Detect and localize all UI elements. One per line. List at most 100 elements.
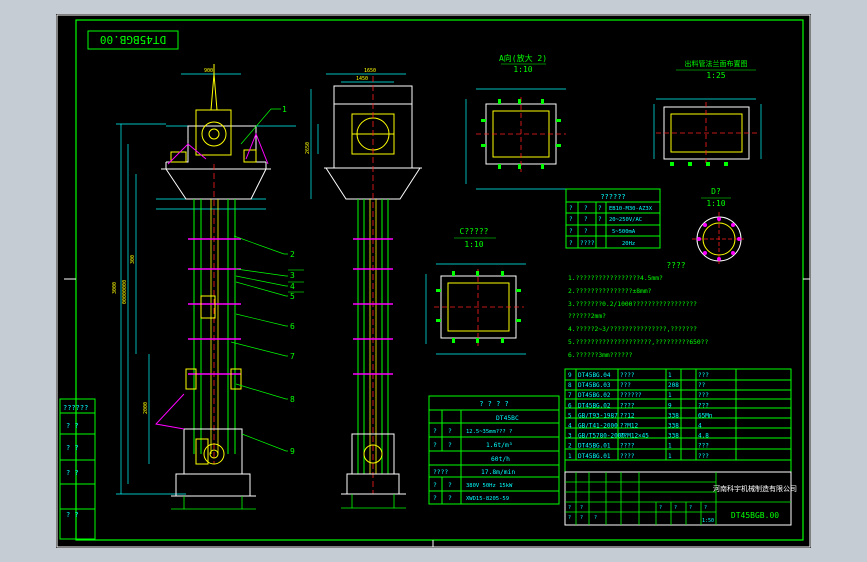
cal-cell: 20Hz — [622, 241, 635, 247]
parts-list-cell: ??? — [698, 453, 709, 460]
title-block: 河南科宇机械制造有限公司 DT45BGB.00 1:50 ? ? ? ? ? ?… — [564, 471, 797, 526]
elevator-front-view: 3000 00000000 300 2000 900 — [112, 64, 304, 510]
tech-cell: XWD15-8205-59 — [466, 496, 509, 502]
cal-cell: ? — [569, 216, 573, 223]
parts-list-cell: DT45BG.04 — [578, 372, 611, 379]
parts-list-cell: ???? — [620, 372, 635, 379]
title-cell: ? — [659, 505, 662, 511]
svg-text:2650: 2650 — [305, 142, 311, 154]
note-item: 1.?????????????????4.5mm? — [568, 275, 663, 282]
section-a-label: A向(放大 2) — [499, 53, 547, 63]
drawing-number-mirrored: DT45BGB.00 — [100, 33, 166, 46]
cal-cell: EB10-M30-AZ3X — [609, 206, 653, 212]
parts-list-cell: 338 — [668, 433, 679, 440]
parts-list-cell: ??? — [698, 372, 709, 379]
title-cell: ? — [674, 505, 677, 511]
section-a-scale: 1:10 — [513, 65, 532, 74]
section-b-scale: 1:25 — [706, 71, 725, 80]
cal-cell: ???? — [580, 240, 595, 247]
tech-cell: ? — [448, 428, 452, 435]
cal-cell: ? — [569, 240, 573, 247]
tech-param-table: ? ? ? ? DT45BC ? ? 12.5~35mm??? ? ? ? 1.… — [428, 395, 560, 505]
parts-list-cell: ??M12 — [620, 423, 638, 430]
balloon-label: 6 — [290, 322, 295, 331]
cal-cell: ? — [569, 228, 573, 235]
parts-list-cell: 8 — [568, 382, 572, 389]
tech-cell: ? — [448, 482, 452, 489]
parts-list-cell: 1 — [668, 443, 672, 450]
cal-cell: ? — [584, 228, 588, 235]
left-strip-row: ? ? — [66, 444, 79, 452]
parts-list-cell: DT45BG.01 — [578, 453, 611, 460]
svg-text:3000: 3000 — [112, 282, 118, 294]
left-strip-table: ?????? ? ? ? ? ? ? ? ? — [59, 398, 96, 540]
svg-text:1450: 1450 — [356, 76, 368, 82]
parts-list-cell: 6 — [568, 402, 572, 409]
tech-cell: ? — [433, 482, 437, 489]
title-cell: ? — [704, 505, 707, 511]
cal-cell: 5~500mA — [612, 229, 636, 235]
svg-text:00000000: 00000000 — [122, 280, 128, 304]
parts-list-cell: DT45BG.01 — [578, 443, 611, 450]
section-d-label: D? — [711, 187, 721, 196]
svg-text:900: 900 — [204, 68, 213, 74]
parts-list-cell: ??? — [698, 392, 709, 399]
parts-list-cell: 9 — [668, 402, 672, 409]
technical-notes: ???? 1.?????????????????4.5mm? 2.???????… — [568, 261, 708, 359]
parts-list-cell: ???? — [620, 402, 635, 409]
parts-list-cell: 1 — [668, 372, 672, 379]
section-c-scale: 1:10 — [464, 240, 483, 249]
balloon-label: 5 — [290, 292, 295, 301]
parts-list-cell: ?? — [698, 382, 706, 389]
parts-list-cell: DT45BG.02 — [578, 402, 611, 409]
section-d-view: D? 1:10 — [692, 187, 746, 266]
tech-cell: 60t/h — [491, 456, 510, 463]
left-strip-row: ? ? — [66, 469, 79, 477]
tech-cell: ? — [433, 442, 437, 449]
note-item: 4.?????2~3/???????????????,??????? — [568, 326, 697, 333]
title-scale: 1:50 — [702, 518, 714, 524]
section-b-label: 出料管法兰面布置图 — [685, 59, 748, 68]
notes-title: ???? — [666, 261, 685, 270]
parts-list-cell: GB/T5780-2000 — [578, 433, 625, 440]
parts-list-cell: 338 — [668, 412, 679, 419]
parts-list-cell: 1 — [668, 392, 672, 399]
note-item: 3.???????0.2/1000????????????????? — [568, 301, 697, 308]
elevator-side-view: 1650 1450 2650 — [305, 68, 422, 509]
parts-list-cell: 338 — [668, 423, 679, 430]
tech-cell: ? — [448, 495, 452, 502]
calibration-table: ?????? ? ? ? EB10-M30-AZ3X ? ? ? 20~250V… — [565, 188, 661, 249]
cal-cell: ? — [584, 216, 588, 223]
svg-text:2000: 2000 — [143, 402, 149, 414]
parts-list-cell: DT45BG.02 — [578, 392, 611, 399]
parts-list-cell: 4 — [568, 423, 572, 430]
balloon-label: 9 — [290, 447, 295, 456]
left-strip-header: ?????? — [63, 404, 88, 412]
parts-list-cell: 1 — [568, 453, 572, 460]
title-cell: ? — [594, 515, 597, 521]
tech-table-title: ? ? ? ? — [479, 400, 509, 408]
parts-list-cell: DT45BG.03 — [578, 382, 611, 389]
parts-list-cell: 4.8 — [698, 433, 709, 440]
cal-cell: 20~250V/AC — [609, 217, 642, 223]
drawing-sheet: DT45BGB.00 ?????? ? ? ? ? ? ? ? ? — [56, 14, 811, 548]
svg-text:300: 300 — [130, 255, 136, 264]
note-item: 6.??????3mm?????? — [568, 352, 633, 359]
tech-cell: 12.5~35mm??? ? — [466, 429, 512, 435]
title-cell: ? — [580, 505, 583, 511]
tech-cell: ? — [433, 495, 437, 502]
parts-list-cell: ??? — [698, 443, 709, 450]
parts-list-cell: 2 — [568, 443, 572, 450]
section-c-label: C????? — [460, 227, 489, 236]
left-strip-row: ? ? — [66, 422, 79, 430]
title-cell: ? — [580, 515, 583, 521]
parts-list-cell: GB/T41-2000 — [578, 423, 618, 430]
parts-list-cell: GB/T93-1987 — [578, 412, 618, 419]
parts-list-cell: 1 — [668, 453, 672, 460]
tech-cell: ? — [433, 428, 437, 435]
parts-list-cell: ???? — [620, 443, 635, 450]
